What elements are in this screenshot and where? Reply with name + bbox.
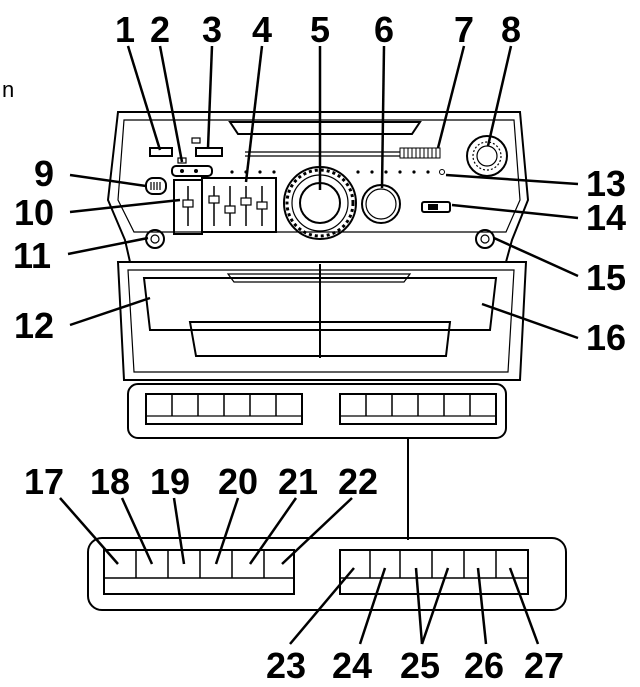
callout-24: 24 <box>332 645 372 686</box>
callout-7: 7 <box>454 9 474 50</box>
mode-buttons[interactable] <box>171 165 213 177</box>
deck-a-buttons[interactable] <box>145 393 303 425</box>
control-dial[interactable] <box>466 135 508 177</box>
callout-22: 22 <box>338 461 378 502</box>
callout-17: 17 <box>24 461 64 502</box>
tuning-knob[interactable] <box>361 184 401 224</box>
callout-20: 20 <box>218 461 258 502</box>
stray-mark: n <box>2 77 14 102</box>
callout-26: 26 <box>464 645 504 686</box>
callout-4: 4 <box>252 9 272 50</box>
callout-13: 13 <box>586 163 626 204</box>
leader-lines <box>59 45 579 645</box>
selector-switch[interactable] <box>421 201 451 213</box>
equalizer-sliders[interactable] <box>182 186 268 226</box>
callout-10: 10 <box>14 192 54 233</box>
deck-b-buttons[interactable] <box>339 393 497 425</box>
button-bar <box>127 383 507 439</box>
function-switch[interactable] <box>195 147 223 157</box>
callout-18: 18 <box>90 461 130 502</box>
callout-14: 14 <box>586 197 626 238</box>
callout-19: 19 <box>150 461 190 502</box>
callout-1: 1 <box>115 9 135 50</box>
callout-3: 3 <box>202 9 222 50</box>
callout-27: 27 <box>524 645 564 686</box>
deck-b-window <box>319 277 498 331</box>
callout-8: 8 <box>501 9 521 50</box>
zoom-deck-b-buttons[interactable] <box>339 549 529 595</box>
top-unit-inner <box>117 119 521 233</box>
deck-handle <box>188 321 452 357</box>
callout-5: 5 <box>310 9 330 50</box>
stereo-main-unit <box>106 111 530 540</box>
display-segment-meter <box>399 147 441 159</box>
callout-9: 9 <box>34 153 54 194</box>
headphone-jack[interactable] <box>145 177 167 195</box>
callout-2: 2 <box>150 9 170 50</box>
callout-11: 11 <box>13 235 51 276</box>
callout-23: 23 <box>266 645 306 686</box>
cassette-section <box>116 261 528 381</box>
power-switch[interactable] <box>149 147 173 157</box>
callout-12: 12 <box>14 305 54 346</box>
callout-labels: 1 2 3 4 5 6 7 8 9 10 11 12 13 14 15 16 1… <box>13 9 626 686</box>
right-jack[interactable] <box>475 229 495 249</box>
zoom-deck-a-buttons[interactable] <box>103 549 295 595</box>
callout-25: 25 <box>400 645 440 686</box>
callout-21: 21 <box>278 461 318 502</box>
callout-16: 16 <box>586 317 626 358</box>
zoomed-button-panel <box>87 537 567 611</box>
equalizer-panel <box>201 177 277 233</box>
callout-15: 15 <box>586 257 626 298</box>
cd-tray <box>228 121 422 135</box>
left-jack[interactable] <box>145 229 165 249</box>
callout-6: 6 <box>374 9 394 50</box>
